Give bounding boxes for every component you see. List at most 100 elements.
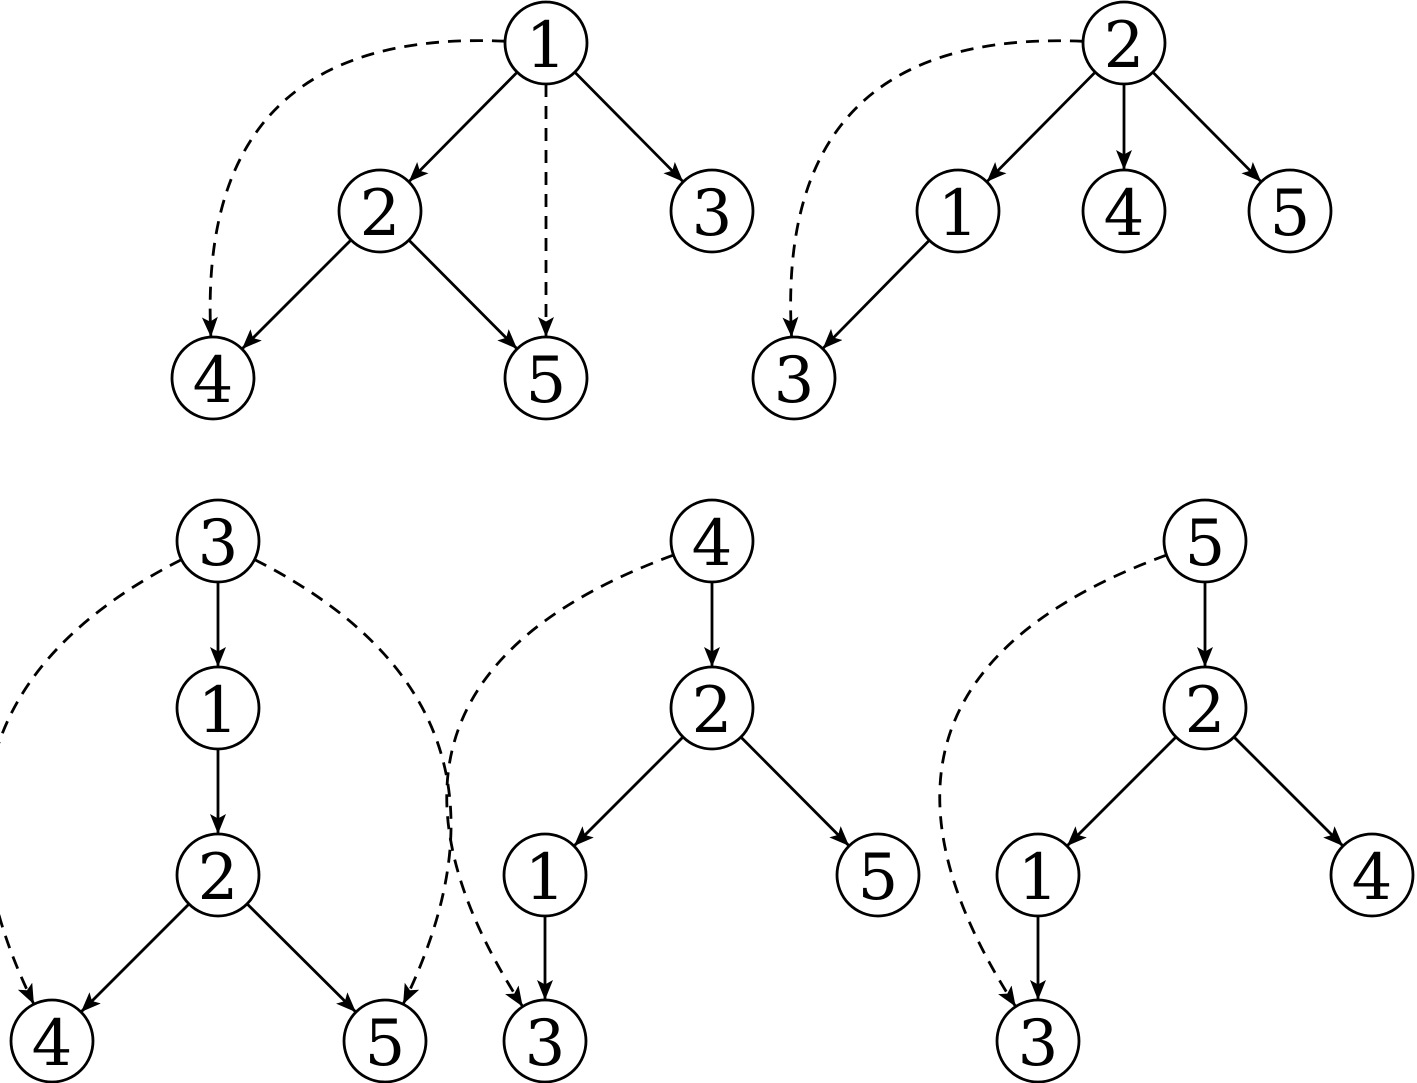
- edge-2-to-4-solid: [80, 903, 190, 1013]
- node-2-of-tree-rooted-at-3: 2: [175, 832, 261, 918]
- node-4-of-tree-rooted-at-4: 4: [669, 498, 755, 584]
- node-label: 3: [198, 507, 239, 581]
- edge-2-to-1-solid: [1066, 736, 1177, 847]
- node-label: 5: [858, 841, 899, 915]
- graph-tree-rooted-at-3: 3 1 2 4 5: [0, 498, 453, 1083]
- node-1-of-tree-rooted-at-4: 1: [502, 832, 588, 918]
- node-circle: [1247, 168, 1333, 254]
- graph-tree-rooted-at-1: 1 2 3 4 5: [170, 0, 755, 421]
- node-circle: [170, 335, 256, 421]
- node-circle: [1081, 168, 1167, 254]
- node-2-of-tree-rooted-at-4: 2: [669, 665, 755, 751]
- node-5-of-tree-rooted-at-2: 5: [1247, 168, 1333, 254]
- node-label: 5: [365, 1007, 406, 1081]
- node-4-of-tree-rooted-at-2: 4: [1081, 168, 1167, 254]
- node-circle: [995, 998, 1081, 1083]
- edge-5-to-3-dashed: [938, 553, 1167, 1008]
- node-circle: [9, 998, 95, 1083]
- node-3-of-tree-rooted-at-1: 3: [669, 168, 755, 254]
- node-label: 1: [938, 177, 979, 251]
- edge-2-to-5-solid: [246, 902, 357, 1014]
- node-2-of-tree-rooted-at-2: 2: [1081, 0, 1167, 86]
- node-circle: [503, 335, 589, 421]
- node-label: 4: [32, 1007, 73, 1081]
- node-label: 1: [525, 841, 566, 915]
- node-3-of-tree-rooted-at-4: 3: [502, 998, 588, 1083]
- edge-3-to-5-dashed: [253, 558, 453, 1005]
- node-circle: [995, 832, 1081, 918]
- node-label: 4: [1352, 841, 1393, 915]
- node-circle: [175, 832, 261, 918]
- node-1-of-tree-rooted-at-2: 1: [915, 168, 1001, 254]
- edge-2-to-4-solid: [1233, 736, 1344, 847]
- node-label: 2: [198, 841, 239, 915]
- node-label: 2: [1185, 674, 1226, 748]
- node-4-of-tree-rooted-at-3: 4: [9, 998, 95, 1083]
- node-label: 5: [1270, 177, 1311, 251]
- node-circle: [502, 998, 588, 1083]
- node-4-of-tree-rooted-at-1: 4: [170, 335, 256, 421]
- edge-1-to-3-solid: [573, 71, 685, 183]
- edge-2-to-4-solid: [241, 239, 352, 350]
- edge-2-to-3-dashed: [782, 39, 1084, 338]
- node-3-of-tree-rooted-at-5: 3: [995, 998, 1081, 1083]
- node-1-of-tree-rooted-at-1: 1: [503, 0, 589, 86]
- edge-2-to-5-solid: [407, 239, 519, 350]
- node-1-of-tree-rooted-at-5: 1: [995, 832, 1081, 918]
- node-circle: [503, 0, 589, 86]
- graph-tree-rooted-at-5: 5 2 1 4 3: [938, 498, 1415, 1083]
- node-label: 4: [692, 507, 733, 581]
- node-circle: [502, 832, 588, 918]
- edge-4-to-3-dashed: [445, 553, 674, 1008]
- edge-3-to-4-dashed: [0, 558, 183, 1005]
- node-label: 3: [1018, 1007, 1059, 1081]
- node-label: 3: [692, 177, 733, 251]
- node-circle: [1162, 665, 1248, 751]
- node-1-of-tree-rooted-at-3: 1: [175, 665, 261, 751]
- node-label: 5: [1185, 507, 1226, 581]
- node-label: 3: [525, 1007, 566, 1081]
- node-label: 4: [193, 344, 234, 418]
- node-circle: [835, 832, 921, 918]
- graph-tree-rooted-at-2: 2 1 4 5 3: [751, 0, 1333, 421]
- node-2-of-tree-rooted-at-1: 2: [337, 168, 423, 254]
- node-2-of-tree-rooted-at-5: 2: [1162, 665, 1248, 751]
- node-circle: [1162, 498, 1248, 584]
- node-circle: [1329, 832, 1415, 918]
- node-label: 2: [692, 674, 733, 748]
- node-3-of-tree-rooted-at-2: 3: [751, 335, 837, 421]
- edge-2-to-1-solid: [573, 736, 684, 847]
- node-circle: [337, 168, 423, 254]
- node-4-of-tree-rooted-at-5: 4: [1329, 832, 1415, 918]
- node-circle: [342, 998, 428, 1083]
- node-3-of-tree-rooted-at-3: 3: [175, 498, 261, 584]
- node-label: 1: [526, 9, 567, 83]
- edge-1-to-2-solid: [407, 71, 519, 183]
- edge-1-to-4-dashed: [201, 39, 506, 338]
- edge-1-to-3-solid: [821, 239, 931, 350]
- node-5-of-tree-rooted-at-3: 5: [342, 998, 428, 1083]
- node-circle: [751, 335, 837, 421]
- edge-2-to-5-solid: [739, 736, 851, 847]
- node-5-of-tree-rooted-at-5: 5: [1162, 498, 1248, 584]
- node-circle: [175, 665, 261, 751]
- node-label: 5: [526, 344, 567, 418]
- node-circle: [669, 665, 755, 751]
- node-circle: [669, 498, 755, 584]
- node-circle: [915, 168, 1001, 254]
- node-circle: [669, 168, 755, 254]
- node-label: 1: [1018, 841, 1059, 915]
- node-circle: [1081, 0, 1167, 86]
- node-5-of-tree-rooted-at-1: 5: [503, 335, 589, 421]
- node-label: 4: [1104, 177, 1145, 251]
- graph-tree-rooted-at-4: 4 2 1 5 3: [445, 498, 921, 1083]
- edge-2-to-5-solid: [1151, 71, 1263, 183]
- node-label: 2: [1104, 9, 1145, 83]
- edge-2-to-1-solid: [985, 71, 1097, 183]
- node-label: 2: [360, 177, 401, 251]
- node-label: 3: [774, 344, 815, 418]
- node-label: 1: [198, 674, 239, 748]
- node-circle: [175, 498, 261, 584]
